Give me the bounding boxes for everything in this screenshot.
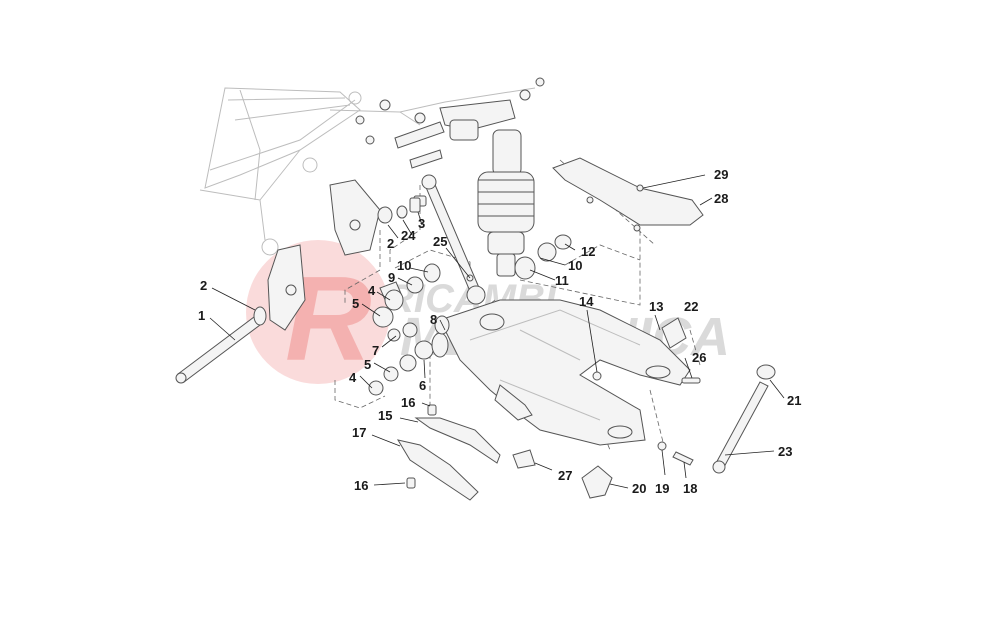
bolts-lower bbox=[406, 404, 437, 489]
callout-15: 15 bbox=[378, 408, 392, 423]
callout-11: 11 bbox=[555, 273, 569, 288]
washer-19 bbox=[657, 441, 667, 451]
callout-18: 18 bbox=[683, 481, 697, 496]
callout-10: 10 bbox=[568, 258, 582, 273]
tie-rod bbox=[413, 174, 486, 305]
callout-4: 4 bbox=[368, 283, 376, 298]
callout-8: 8 bbox=[430, 312, 437, 327]
callout-4: 4 bbox=[349, 370, 357, 385]
chain-guard bbox=[552, 157, 704, 232]
chain-slider-15 bbox=[414, 417, 501, 464]
callout-13: 13 bbox=[649, 299, 663, 314]
pad-22 bbox=[661, 317, 687, 349]
shock-linkage-upper bbox=[355, 77, 545, 169]
callout-9: 9 bbox=[388, 270, 395, 285]
callout-27: 27 bbox=[558, 468, 572, 483]
callout-23: 23 bbox=[778, 444, 792, 459]
callout-3: 3 bbox=[418, 216, 425, 231]
swingarm bbox=[439, 299, 691, 446]
callout-1: 1 bbox=[198, 308, 205, 323]
leader-lines bbox=[209, 174, 785, 489]
callout-5: 5 bbox=[352, 296, 359, 311]
adjuster-screw-18 bbox=[672, 451, 694, 466]
callout-26: 26 bbox=[692, 350, 706, 365]
callout-7: 7 bbox=[372, 343, 379, 358]
callout-12: 12 bbox=[581, 244, 595, 259]
callout-10: 10 bbox=[397, 258, 411, 273]
pivot-axle bbox=[175, 306, 267, 384]
shock-absorber bbox=[477, 129, 535, 277]
callout-14: 14 bbox=[579, 294, 594, 309]
callout-19: 19 bbox=[655, 481, 669, 496]
callout-6: 6 bbox=[419, 378, 426, 393]
pad-27 bbox=[512, 449, 536, 469]
callout-labels: 1 2 2 24 3 25 10 9 4 5 8 7 5 4 6 12 10 1… bbox=[198, 167, 801, 496]
callout-16: 16 bbox=[401, 395, 415, 410]
callout-5: 5 bbox=[364, 357, 371, 372]
callout-21: 21 bbox=[787, 393, 801, 408]
callout-25: 25 bbox=[433, 234, 447, 249]
callout-24: 24 bbox=[401, 228, 416, 243]
fasteners-upper bbox=[377, 197, 474, 282]
callout-2: 2 bbox=[387, 236, 394, 251]
callout-29: 29 bbox=[714, 167, 728, 182]
bolt-26 bbox=[681, 377, 701, 384]
callout-2: 2 bbox=[200, 278, 207, 293]
callout-16: 16 bbox=[354, 478, 368, 493]
rear-axle-23 bbox=[712, 381, 769, 474]
chain-slider-17 bbox=[396, 439, 479, 501]
callout-17: 17 bbox=[352, 425, 366, 440]
adjuster-block-20 bbox=[581, 465, 613, 499]
frame-bracket bbox=[267, 179, 381, 331]
callout-22: 22 bbox=[684, 299, 698, 314]
eccentric-hub-21 bbox=[756, 364, 776, 380]
callout-28: 28 bbox=[714, 191, 728, 206]
callout-20: 20 bbox=[632, 481, 646, 496]
